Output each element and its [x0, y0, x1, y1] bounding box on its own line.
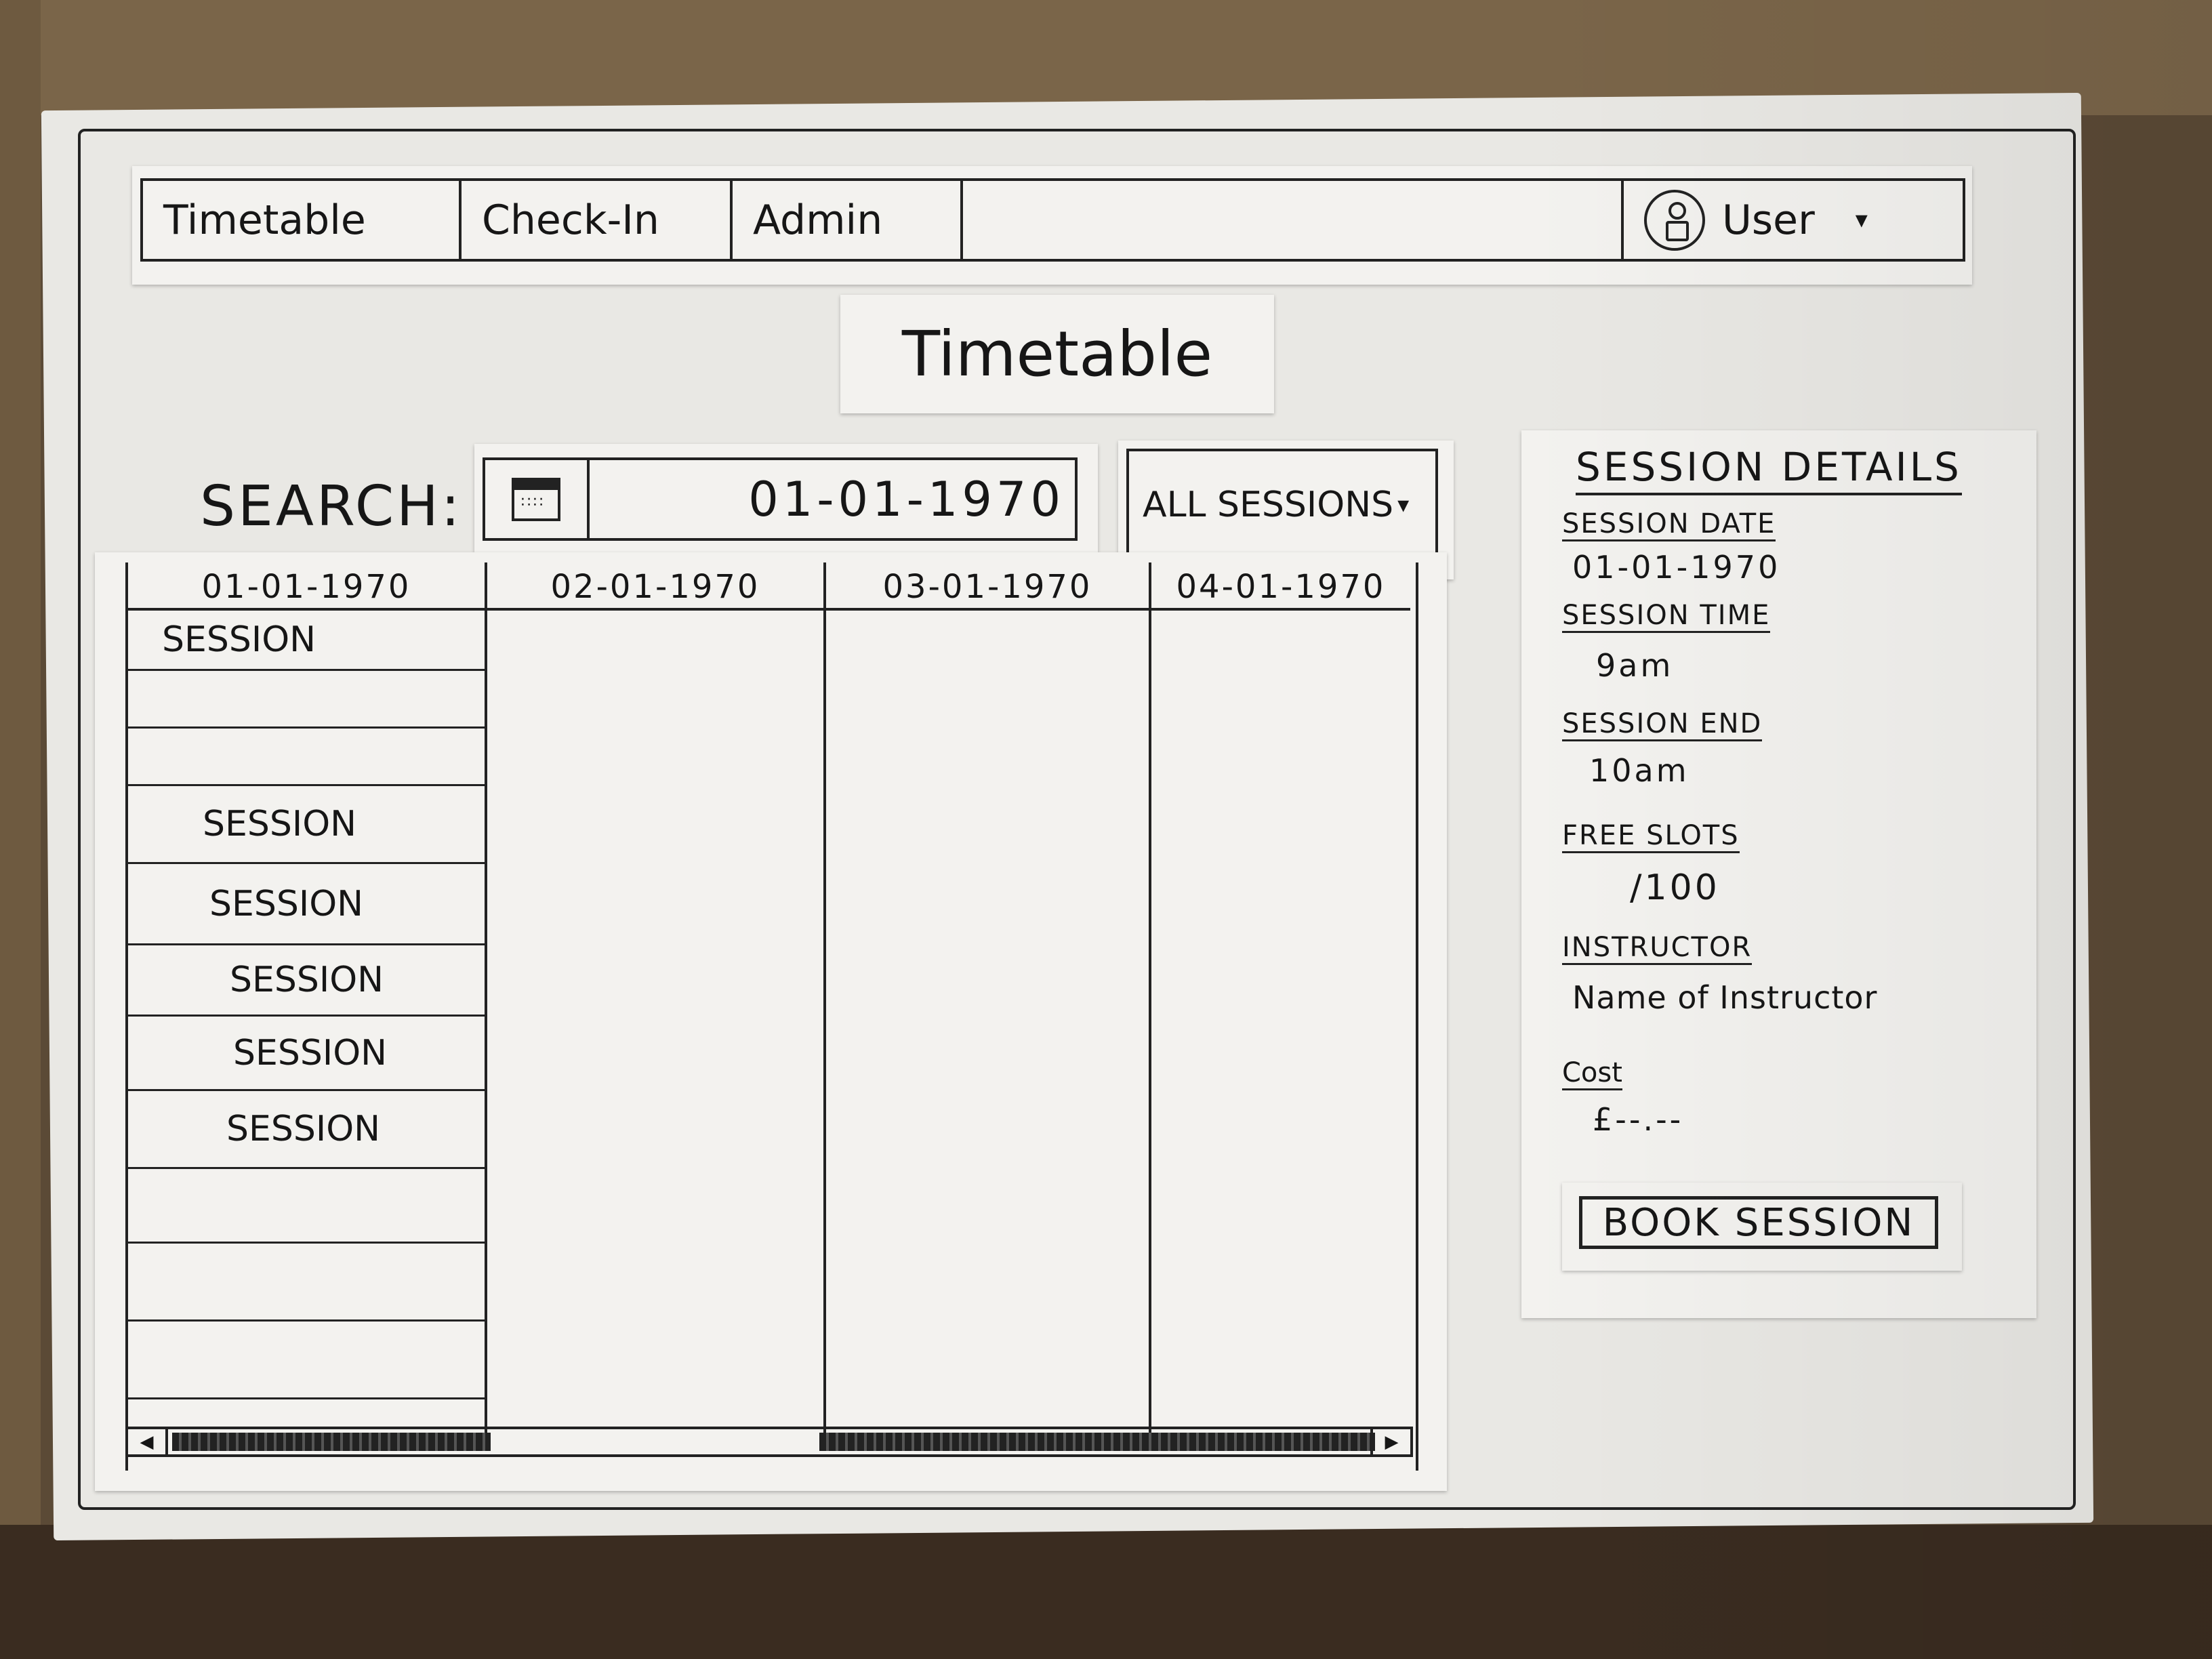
nav-tab-admin[interactable]: Admin: [733, 181, 963, 259]
date-picker[interactable]: ∷∷ 01-01-1970: [474, 444, 1098, 552]
empty-slot[interactable]: [128, 1169, 485, 1244]
book-session-button[interactable]: BOOK SESSION: [1579, 1196, 1938, 1249]
scroll-left-icon[interactable]: ◀: [128, 1429, 168, 1454]
cost-label: Cost: [1562, 1057, 1622, 1090]
date-picker-inner: ∷∷ 01-01-1970: [483, 457, 1078, 541]
session-slot[interactable]: SESSION: [128, 945, 485, 1017]
scrollbar-track-fill: [819, 1433, 1375, 1451]
chevron-down-icon: ▾: [1397, 491, 1410, 518]
timetable-columns: 01-01-1970 SESSION SESSION SESSION SESSI…: [125, 562, 1418, 1471]
session-slot[interactable]: SESSION: [128, 864, 485, 945]
session-end-label: SESSION END: [1562, 708, 1763, 741]
search-label: SEARCH:: [200, 474, 463, 539]
day-column-header: 01-01-1970: [128, 566, 485, 611]
scroll-right-icon[interactable]: ▶: [1370, 1429, 1410, 1454]
session-slot[interactable]: SESSION: [128, 610, 485, 671]
session-date-value: 01-01-1970: [1572, 549, 1781, 586]
avatar-head: [1668, 201, 1686, 220]
empty-slot[interactable]: [128, 1244, 485, 1322]
day-column-header: 02-01-1970: [487, 566, 823, 611]
user-menu[interactable]: User ▾: [1624, 181, 1963, 259]
cost-value: £--.--: [1593, 1101, 1684, 1138]
instructor-label: INSTRUCTOR: [1562, 932, 1753, 965]
day-column: 01-01-1970 SESSION SESSION SESSION SESSI…: [128, 562, 487, 1433]
user-name-label: User: [1722, 196, 1815, 244]
session-slot[interactable]: SESSION: [128, 786, 485, 864]
avatar-body: [1666, 220, 1689, 241]
free-slots-value: /100: [1630, 867, 1720, 908]
day-column-header: 04-01-1970: [1151, 566, 1410, 611]
session-filter-inner: ALL SESSIONS ▾: [1126, 449, 1438, 560]
free-slots-label: FREE SLOTS: [1562, 820, 1740, 853]
day-column-header: 03-01-1970: [826, 566, 1149, 611]
desk-background-left: [0, 0, 41, 1659]
calendar-icon: ∷∷: [512, 477, 560, 521]
session-slot[interactable]: SESSION: [128, 1091, 485, 1169]
session-time-label: SESSION TIME: [1562, 600, 1771, 633]
day-column: 04-01-1970: [1151, 562, 1410, 1433]
session-slot[interactable]: SESSION: [128, 1017, 485, 1091]
desk-background-bottom: [0, 1525, 2212, 1659]
empty-slot[interactable]: [128, 729, 485, 786]
session-filter-value: ALL SESSIONS: [1143, 484, 1394, 525]
session-details-panel: SESSION DETAILS SESSION DATE 01-01-1970 …: [1521, 430, 2036, 1318]
day-column: 03-01-1970: [826, 562, 1151, 1433]
navbar-spacer: [963, 181, 1624, 259]
navbar-inner: Timetable Check-In Admin User ▾: [140, 178, 1965, 262]
date-input[interactable]: 01-01-1970: [748, 471, 1065, 527]
session-time-value: 9am: [1596, 647, 1674, 684]
page-title: Timetable: [840, 295, 1274, 413]
nav-tab-check-in[interactable]: Check-In: [462, 181, 733, 259]
session-end-value: 10am: [1589, 752, 1689, 789]
browser-frame: [78, 129, 2076, 1510]
chevron-down-icon: ▾: [1855, 206, 1868, 234]
horizontal-scrollbar[interactable]: ◀ ▶: [125, 1427, 1413, 1457]
scrollbar-thumb[interactable]: [172, 1433, 491, 1451]
timetable-grid: 01-01-1970 SESSION SESSION SESSION SESSI…: [95, 552, 1447, 1491]
details-title: SESSION DETAILS: [1576, 444, 1962, 495]
user-avatar-icon: [1644, 189, 1705, 251]
empty-slot[interactable]: [128, 671, 485, 729]
session-date-label: SESSION DATE: [1562, 508, 1776, 541]
book-session-card: BOOK SESSION: [1562, 1183, 1962, 1271]
instructor-value: Name of Instructor: [1572, 979, 1878, 1016]
calendar-button[interactable]: ∷∷: [485, 460, 590, 538]
top-navbar: Timetable Check-In Admin User ▾: [132, 166, 1972, 285]
calendar-icon-days: ∷∷: [521, 493, 546, 511]
nav-tab-timetable[interactable]: Timetable: [143, 181, 462, 259]
empty-slot[interactable]: [128, 1322, 485, 1399]
day-column: 02-01-1970: [487, 562, 826, 1433]
calendar-icon-header: [514, 480, 558, 490]
